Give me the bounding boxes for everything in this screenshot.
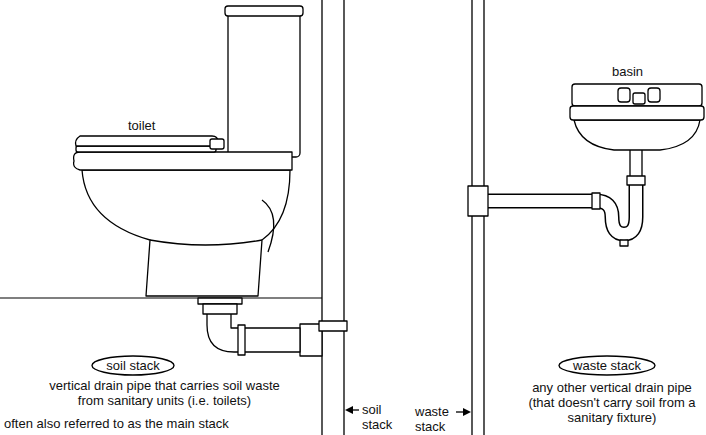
tank-lid: [225, 6, 303, 16]
toilet-flange: [198, 298, 242, 304]
tailpiece: [630, 148, 642, 180]
waste-stack-pipe: [472, 0, 484, 435]
pipe-joint: [238, 325, 245, 355]
stack-oval: waste stack: [558, 355, 656, 376]
bowl-base-line: [150, 240, 262, 245]
cleanout-plug: [620, 240, 628, 246]
seat-hinge: [210, 139, 224, 149]
trap-pipe-outline: [486, 180, 636, 234]
trapway-line: [262, 200, 274, 252]
faucet-spout: [633, 93, 645, 104]
toilet-lid: [76, 136, 219, 146]
floor-line: [0, 297, 322, 298]
faucet-handle: [618, 88, 630, 102]
toilet-rim: [74, 152, 292, 170]
oval-shape: [92, 356, 174, 375]
trap-pipe-fill: [486, 180, 636, 234]
pipe-coupling: [319, 321, 347, 331]
pointer-label: waste stack: [415, 404, 449, 434]
faucet-handle: [648, 88, 660, 102]
waste-tee: [468, 186, 488, 216]
soil-stack-pipe: [322, 0, 344, 435]
description-text: vertical drain pipe that carries soil wa…: [42, 378, 287, 408]
toilet-tank: [228, 12, 300, 157]
basin-bowl: [574, 120, 700, 150]
basin-backsplash: [572, 84, 702, 106]
oval-title: soil stack: [91, 358, 175, 373]
pointer-label: soil stack: [362, 402, 392, 432]
oval-shape: [559, 356, 655, 375]
fixture-label: toilet: [128, 118, 155, 133]
fixture-label: basin: [612, 64, 643, 79]
slip-nut: [627, 176, 645, 185]
description-text: any other vertical drain pipe (that does…: [522, 380, 702, 425]
slip-nut: [592, 193, 600, 209]
arrowhead: [463, 408, 471, 416]
stack-oval: soil stack: [91, 355, 175, 376]
description-text: often also referred to as the main stack: [4, 416, 229, 431]
basin-rim: [570, 106, 704, 120]
leader-line: [352, 409, 359, 410]
flange-hub: [203, 304, 237, 314]
arrowhead: [345, 406, 353, 414]
toilet-bowl: [82, 170, 290, 296]
oval-title: waste stack: [558, 358, 656, 373]
leader-line: [456, 411, 464, 412]
toilet-seat: [76, 146, 216, 152]
